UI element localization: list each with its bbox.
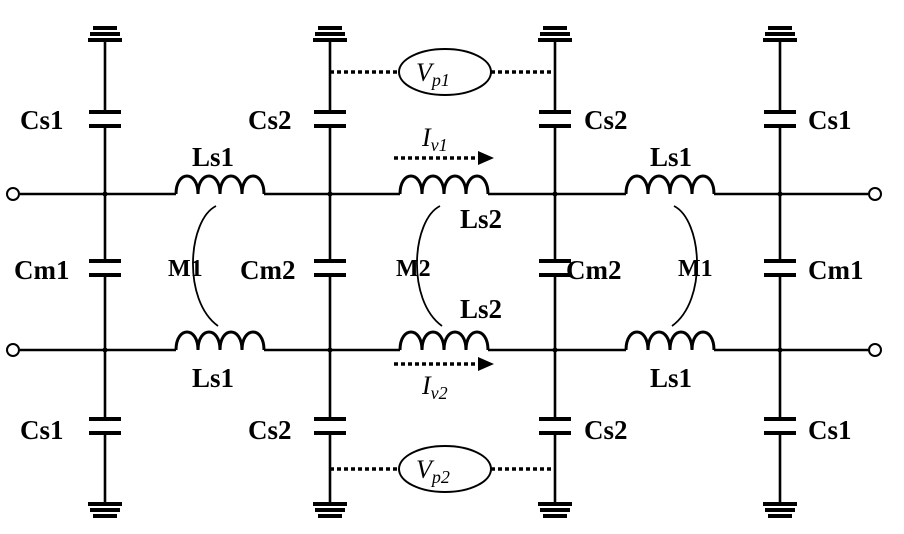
current-arrow-iv2 <box>394 357 494 371</box>
cap-label-cs2-bottom-left: Cs2 <box>248 415 292 445</box>
ground-icon <box>313 26 347 42</box>
cap-label-cs1-bottom-right: Cs1 <box>808 415 852 445</box>
ind-label-ls1-bottom-left: Ls1 <box>192 363 234 393</box>
branch-x555 <box>539 40 571 504</box>
terminal-bottom-left <box>6 343 20 357</box>
inductor-coil-icon <box>624 330 716 351</box>
mutual-coupling-arc-center <box>416 205 443 327</box>
terminal-top-left <box>6 187 20 201</box>
probe-label-vp2: Vp2 <box>416 455 450 487</box>
probe-label-vp1: Vp1 <box>416 58 450 90</box>
cap-label-cm2-right: Cm2 <box>566 255 622 285</box>
cap-label-cs2-top-right: Cs2 <box>584 105 628 135</box>
branch-x105 <box>89 40 121 504</box>
cap-label-cs2-bottom-right: Cs2 <box>584 415 628 445</box>
ground-icon <box>313 502 347 518</box>
ind-label-ls2-top: Ls2 <box>460 204 502 234</box>
branch-x330 <box>314 40 346 504</box>
ind-label-ls1-top-right: Ls1 <box>650 142 692 172</box>
mutual-label-m1-right: M1 <box>678 256 713 282</box>
junction-dots <box>102 191 783 353</box>
terminal-top-right <box>868 187 882 201</box>
ind-label-ls1-bottom-right: Ls1 <box>650 363 692 393</box>
inductor-coil-icon <box>398 174 490 195</box>
ground-icon <box>88 502 122 518</box>
mutual-label-m2: M2 <box>396 256 431 282</box>
voltage-probe-vp2 <box>330 445 555 493</box>
ground-icon <box>88 26 122 42</box>
ind-label-ls1-top-left: Ls1 <box>192 142 234 172</box>
ground-icon <box>763 502 797 518</box>
branch-x780 <box>764 40 796 504</box>
mutual-coupling-arc-left <box>192 205 219 327</box>
ground-icon <box>538 502 572 518</box>
inductor-coil-icon <box>398 330 490 351</box>
cap-label-cs1-top-right: Cs1 <box>808 105 852 135</box>
cap-label-cs1-bottom-left: Cs1 <box>20 415 64 445</box>
mutual-coupling-arc-right <box>671 205 698 327</box>
mutual-label-m1-left: M1 <box>168 256 203 282</box>
ground-icon <box>763 26 797 42</box>
current-arrow-iv1 <box>394 151 494 165</box>
cap-label-cs1-top-left: Cs1 <box>20 105 64 135</box>
cap-label-cs2-top-left: Cs2 <box>248 105 292 135</box>
inductor-coil-icon <box>174 174 266 195</box>
cap-label-cm1-right: Cm1 <box>808 255 864 285</box>
cap-label-cm2-left: Cm2 <box>240 255 296 285</box>
ground-icon <box>538 26 572 42</box>
inductor-coil-icon <box>624 174 716 195</box>
voltage-probe-vp1 <box>330 48 555 96</box>
terminal-bottom-right <box>868 343 882 357</box>
cap-label-cm1-left: Cm1 <box>14 255 70 285</box>
ind-label-ls2-bottom: Ls2 <box>460 294 502 324</box>
inductor-coil-icon <box>174 330 266 351</box>
current-label-iv2: Iv2 <box>421 371 448 403</box>
current-label-iv1: Iv1 <box>421 123 448 155</box>
